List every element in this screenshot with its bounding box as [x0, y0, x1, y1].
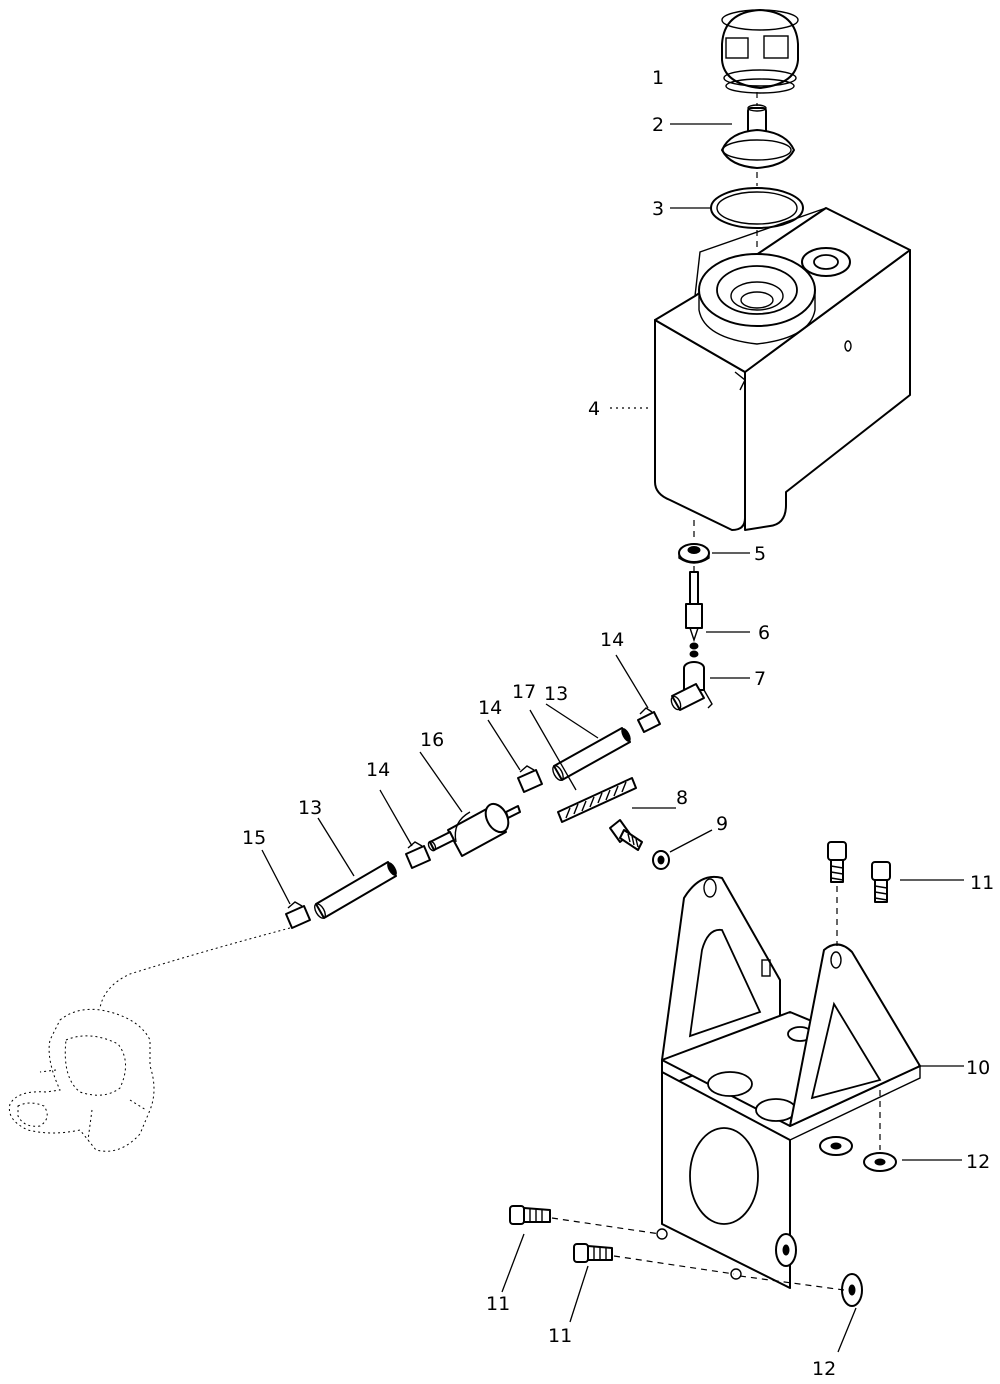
- callout-17: 17: [512, 681, 536, 703]
- part-7-elbow-fitting: [670, 661, 713, 711]
- part-3-gasket-ring: [710, 187, 804, 229]
- callout-2: 2: [652, 114, 664, 136]
- callout-labels: 1 2 3 4 5 6 7 8 9 10 11 11 11 12 12 13 1…: [242, 67, 994, 1380]
- part-5-grommet: [678, 520, 710, 564]
- callout-5: 5: [754, 543, 766, 565]
- callout-1: 1: [652, 67, 664, 89]
- callout-14-lower: 14: [366, 759, 390, 781]
- callout-13-upper: 13: [544, 683, 568, 705]
- part-8-bolt: [609, 819, 643, 851]
- part-14-clamp-middle: [517, 765, 543, 793]
- fuel-line-assembly: [99, 707, 661, 1009]
- callout-9: 9: [716, 813, 728, 835]
- part-11-bolt-top-right: [871, 861, 891, 903]
- callout-4: 4: [588, 398, 600, 420]
- callout-10: 10: [966, 1057, 990, 1079]
- carburetor-outline: [8, 1008, 155, 1152]
- part-12-washer-right: [819, 1090, 897, 1172]
- part-10-mounting-bracket: [656, 876, 921, 1289]
- part-13-hose-lower: [314, 861, 397, 919]
- callout-15: 15: [242, 827, 266, 849]
- part-11-bolt-top-left: [827, 841, 847, 946]
- part-17-filter-screen: [557, 777, 637, 823]
- part-11-bolt-lower-upper: [509, 1205, 661, 1235]
- part-12-washer-bottom: [739, 1233, 863, 1307]
- callout-7: 7: [754, 668, 766, 690]
- callout-13-lower: 13: [298, 797, 322, 819]
- callout-12-bottom: 12: [812, 1358, 836, 1380]
- callout-14-middle: 14: [478, 697, 502, 719]
- callout-11-left: 11: [486, 1293, 510, 1315]
- callout-12-right: 12: [966, 1151, 990, 1173]
- part-1-tank-cap: [721, 9, 799, 94]
- callout-3: 3: [652, 198, 664, 220]
- part-13-hose-upper: [552, 727, 631, 782]
- part-9-washer: [652, 850, 670, 870]
- callout-8: 8: [676, 787, 688, 809]
- part-14-clamp-lower: [405, 841, 431, 869]
- part-11-bolt-lower-lower: [573, 1243, 735, 1275]
- part-14-clamp-upper: [637, 707, 661, 733]
- part-6-pickup-fitting: [685, 566, 703, 658]
- callout-11-bottom: 11: [548, 1325, 572, 1347]
- callout-6: 6: [758, 622, 770, 644]
- part-4-fuel-tank: [654, 207, 911, 531]
- callout-11-top: 11: [970, 872, 994, 894]
- part-16-fuel-filter: [427, 802, 521, 857]
- callout-14-upper: 14: [600, 629, 624, 651]
- part-15-clamp: [285, 901, 311, 929]
- part-2-vent-valve: [721, 104, 795, 169]
- callout-16: 16: [420, 729, 444, 751]
- leader-lines: [261, 123, 964, 1353]
